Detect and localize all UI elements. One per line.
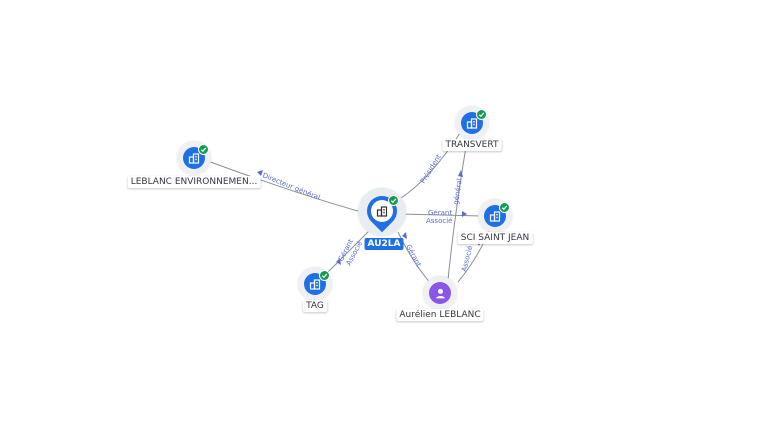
- node-label-au2la: AU2LA: [364, 238, 404, 250]
- verified-check-icon: [388, 195, 399, 206]
- verified-check-icon: [499, 202, 510, 213]
- person-icon-bg: [429, 282, 451, 304]
- edge-label-general-aurelien: général: [452, 178, 464, 206]
- verified-check-icon: [198, 144, 209, 155]
- edge-label-associe-sci: Associé: [426, 217, 452, 225]
- node-label-leblanc-environnement: LEBLANC ENVIRONNEMEN...: [127, 176, 261, 188]
- arrow-transvert-from-aurelien: [458, 170, 463, 177]
- edge-label-gerant-aurelien: Gérant: [404, 243, 422, 268]
- building-icon: [309, 279, 321, 290]
- node-label-aurelien-leblanc: Aurélien LEBLANC: [396, 309, 484, 321]
- person-icon: [435, 288, 445, 298]
- edge-aurelien-transvert: [447, 134, 469, 281]
- node-label-tag: TAG: [303, 300, 327, 312]
- building-icon: [489, 211, 501, 222]
- building-icon: [376, 206, 388, 217]
- verified-check-icon: [319, 270, 330, 281]
- node-label-transvert: TRANSVERT: [442, 139, 502, 151]
- building-icon: [188, 153, 200, 164]
- building-icon: [466, 118, 478, 129]
- map-pin-icon: [360, 189, 404, 233]
- edge-au2la-sci-saint-jean: [399, 213, 483, 217]
- arrow-sci-saint-jean: [462, 211, 467, 217]
- edge-label-associe-aurelien: Associé: [460, 245, 474, 273]
- edge-label-directeur-general: Directeur général: [261, 171, 321, 201]
- arrow-tag: [336, 258, 341, 265]
- edge-au2la-leblanc-environnement: [204, 159, 366, 214]
- verified-check-icon: [476, 109, 487, 120]
- node-label-sci-saint-jean: SCI SAINT JEAN: [457, 232, 533, 244]
- arrow-leblanc-environnement: [257, 170, 263, 176]
- edge-label-president: Président: [419, 153, 443, 185]
- arrow-au2la-from-aurelien: [402, 232, 407, 239]
- edge-label-gerant-sci: Gérant: [428, 209, 452, 217]
